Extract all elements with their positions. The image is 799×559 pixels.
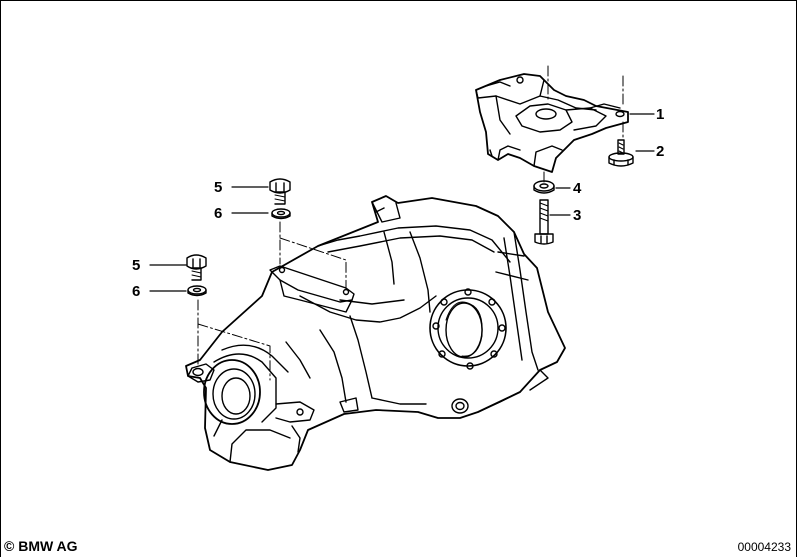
bolt-part5-lower: [186, 254, 207, 281]
hex-bolt-with-washer: [608, 139, 634, 167]
washer-part6-lower: [187, 285, 207, 297]
copyright-label: © BMW AG: [4, 538, 78, 554]
callout-1: 1: [656, 106, 664, 123]
washer-part4: [533, 180, 555, 194]
assembly-lines: [197, 65, 624, 381]
bolt-part5-upper: [269, 178, 291, 205]
callout-6-upper: 6: [214, 205, 222, 222]
callout-6-lower: 6: [132, 283, 140, 300]
callout-leaders: [149, 113, 655, 292]
washer-part6-upper: [271, 208, 291, 220]
diagram-number: 00004233: [737, 540, 791, 554]
callout-2: 2: [656, 143, 664, 160]
rubber-mount: [475, 73, 629, 173]
differential-housing: [185, 195, 566, 471]
callout-4: 4: [573, 180, 582, 197]
callout-3: 3: [573, 207, 581, 224]
callout-5-lower: 5: [132, 257, 140, 274]
bolt-part3: [534, 199, 554, 245]
callout-5-upper: 5: [214, 179, 222, 196]
